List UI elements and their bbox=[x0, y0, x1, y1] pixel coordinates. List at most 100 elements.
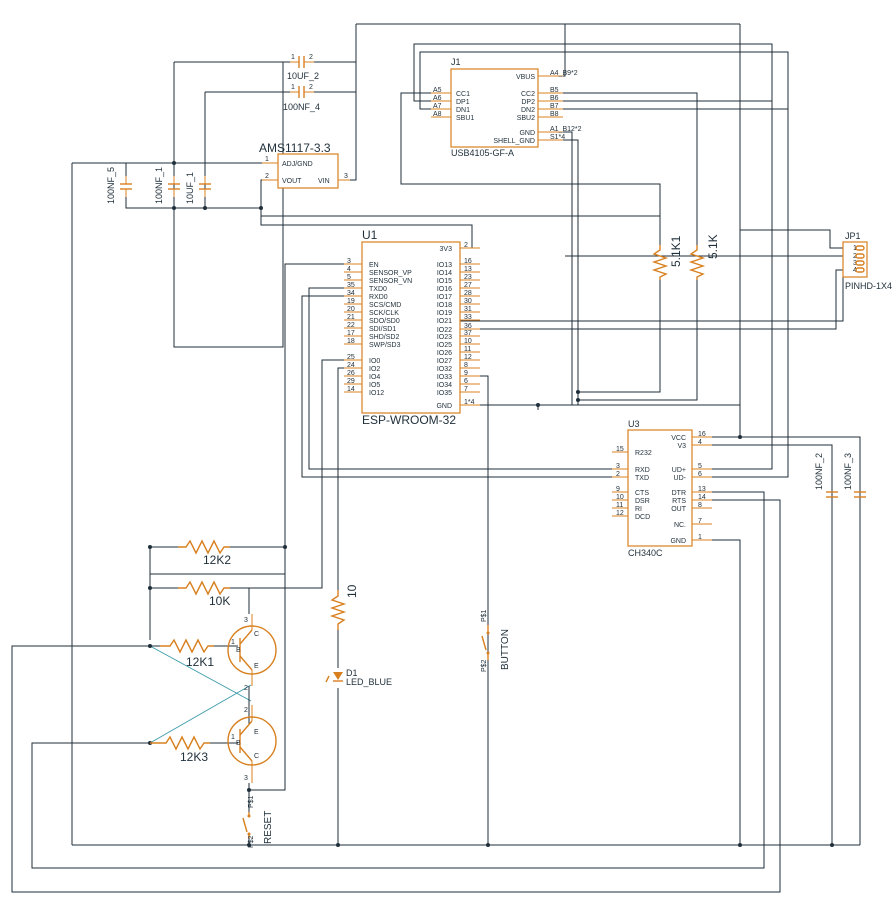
u3-pin-number: 10 bbox=[616, 494, 624, 501]
u1-pin-number: 8 bbox=[464, 362, 468, 369]
u1-pin-number: 34 bbox=[347, 290, 355, 297]
u1-pin-number: 14 bbox=[347, 386, 355, 393]
jp1-pin-shape bbox=[855, 260, 865, 266]
u1-pin-number: 25 bbox=[347, 354, 355, 361]
reg-pin-2: 2 bbox=[265, 173, 269, 180]
u1-pin-label: IO13 bbox=[437, 262, 452, 269]
u3-pin-number: 11 bbox=[616, 502, 623, 509]
jp1-pin-number: 2 bbox=[853, 253, 857, 260]
u3-pin-label: V3 bbox=[677, 443, 686, 450]
u3-pin-number: 15 bbox=[616, 446, 624, 453]
label-12k3: 12K3 bbox=[180, 750, 208, 764]
u3-pin-number: 6 bbox=[698, 471, 702, 478]
u3-pin-label: VCC bbox=[671, 435, 686, 442]
u1-pin-number: 33 bbox=[464, 314, 472, 321]
led-name: D1 bbox=[346, 668, 358, 678]
u1-pin-label: SDI/SD1 bbox=[369, 326, 396, 333]
u3-pin-number: 9 bbox=[616, 486, 620, 493]
u1-pin-number: 6 bbox=[464, 378, 468, 385]
wires bbox=[11, 23, 861, 893]
u1-pin-label: IO15 bbox=[437, 278, 452, 285]
u3-pin-number: 4 bbox=[698, 439, 702, 446]
j1-pin-label: DN1 bbox=[456, 107, 470, 114]
u3-pin-label: UD- bbox=[674, 475, 687, 482]
u3-pin-number: 12 bbox=[616, 510, 624, 517]
jp1-pin-shape bbox=[855, 253, 865, 259]
u3-pin-label: CTS bbox=[635, 490, 649, 497]
reset-p1: P$1 bbox=[248, 795, 255, 808]
u1-pin-number: 30 bbox=[464, 298, 472, 305]
u3-pin-label: OUT bbox=[671, 506, 687, 513]
q2-pin-1: 1 bbox=[231, 734, 235, 741]
label-12k2: 12K2 bbox=[203, 553, 231, 567]
u3-value: CH340C bbox=[628, 548, 663, 558]
j1-pin-label: DP2 bbox=[521, 99, 535, 106]
label-100nf-5: 100NF_5 bbox=[106, 167, 116, 204]
jp1-name: JP1 bbox=[845, 231, 861, 241]
u3-pin-label: DTR bbox=[672, 490, 686, 497]
q2-pin-3: 3 bbox=[244, 775, 248, 782]
u1-pin-label: IO17 bbox=[437, 294, 452, 301]
jp1-pin-shape bbox=[855, 267, 865, 273]
button-p1: P$1 bbox=[481, 609, 488, 622]
u3-name: U3 bbox=[628, 419, 640, 429]
resistor-10k: 10K bbox=[178, 580, 230, 608]
u1-pin-label: SWP/SD3 bbox=[369, 342, 401, 349]
regulator-name: AMS1117-3.3 bbox=[259, 141, 331, 155]
led-value: LED_BLUE bbox=[346, 677, 392, 687]
resistor-5k1-1: 5.1K1 bbox=[651, 235, 683, 280]
u3-pin-number: 2 bbox=[616, 471, 620, 478]
u1-pin-label: IO32 bbox=[437, 366, 452, 373]
u1-pin-number: 36 bbox=[464, 323, 472, 330]
button-p2: P$2 bbox=[481, 659, 488, 672]
u1-pin-number: 11 bbox=[464, 346, 471, 353]
u3-pin-number: 5 bbox=[698, 463, 702, 470]
j1-pin-label: SBU1 bbox=[456, 115, 474, 122]
jp1-value: PINHD-1X4 bbox=[845, 281, 892, 291]
u1-pin-number: 5 bbox=[347, 274, 351, 281]
u1-pin-number: 12 bbox=[464, 354, 472, 361]
label-10k: 10K bbox=[209, 594, 230, 608]
j1-pin-label: DP1 bbox=[456, 99, 470, 106]
u1-pin-number: 23 bbox=[464, 274, 472, 281]
j1-pin-label: CC2 bbox=[521, 91, 535, 98]
u1-pin-label: IO22 bbox=[437, 327, 452, 334]
q1-pin-3: 3 bbox=[244, 617, 248, 624]
j1-pin-number: A1_B12*2 bbox=[550, 126, 582, 133]
u3-pin-number: 8 bbox=[698, 502, 702, 509]
u1-pin-number: 26 bbox=[347, 370, 355, 377]
u1-pin-number: 31 bbox=[464, 306, 472, 313]
j1-pin-label: SBU2 bbox=[517, 115, 535, 122]
u1-pin-label: IO23 bbox=[437, 334, 452, 341]
u1-pin-number: 20 bbox=[347, 306, 355, 313]
u1-pin-number: 22 bbox=[347, 322, 355, 329]
u1-value: ESP-WROOM-32 bbox=[362, 413, 456, 427]
q1-pin-1: 1 bbox=[231, 639, 235, 646]
u1-pin-number: 3 bbox=[347, 258, 351, 265]
capacitor-100nf-1: 100NF_1 bbox=[154, 167, 180, 204]
u3-pin-label: NC. bbox=[674, 522, 686, 529]
u1-pin-number: 17 bbox=[347, 330, 355, 337]
u1-pin-number: 9 bbox=[464, 370, 468, 377]
u3-pin-label: DSR bbox=[635, 498, 650, 505]
jp1-pin-shape bbox=[855, 245, 865, 251]
u1-pin-label: IO19 bbox=[437, 310, 452, 317]
q2-pin-c: C bbox=[254, 753, 259, 760]
j1-pin-number: S1*4 bbox=[550, 134, 565, 141]
reg-pin-3: 3 bbox=[344, 173, 348, 180]
u1-pin-label: IO4 bbox=[369, 374, 380, 381]
capacitor-100nf-5: 100NF_5 bbox=[106, 167, 132, 204]
u1-pin-label: SCK/CLK bbox=[369, 310, 399, 317]
u1-pin-label: IO25 bbox=[437, 342, 452, 349]
label-10uf-1: 10UF_1 bbox=[185, 172, 195, 204]
j1-pin-label: VBUS bbox=[516, 74, 535, 81]
j1-pin-number: A6 bbox=[433, 95, 442, 102]
j1-pin-number: B6 bbox=[550, 95, 559, 102]
resistor-12k2: 12K2 bbox=[178, 539, 231, 567]
